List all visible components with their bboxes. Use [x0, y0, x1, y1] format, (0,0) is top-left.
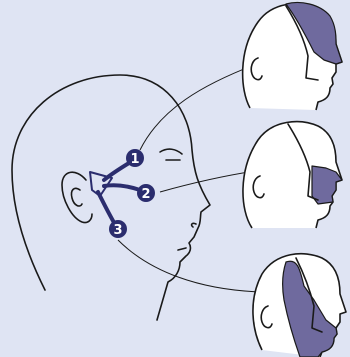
small-head-2: [243, 122, 342, 228]
eye: [160, 149, 182, 160]
branch-badge-3: 3: [109, 220, 127, 238]
badge-label-1: 1: [130, 152, 139, 167]
ear: [62, 172, 92, 222]
mouth: [178, 248, 186, 250]
nostril: [192, 223, 196, 227]
main-head: [12, 75, 210, 320]
trigeminal-nerve: [90, 160, 140, 226]
branch-badge-2: 2: [137, 184, 155, 202]
nerve-branch-3: [98, 192, 116, 226]
leader-lines: [118, 62, 262, 292]
badge-label-3: 3: [113, 223, 122, 238]
ear-inner: [71, 188, 82, 206]
nerve-branch-2: [104, 185, 140, 190]
small-head-3: [253, 254, 346, 357]
badge-label-2: 2: [141, 187, 150, 202]
small-head-1: [243, 3, 342, 111]
branch-badge-1: 1: [126, 149, 144, 167]
main-head-outline: [12, 75, 210, 320]
